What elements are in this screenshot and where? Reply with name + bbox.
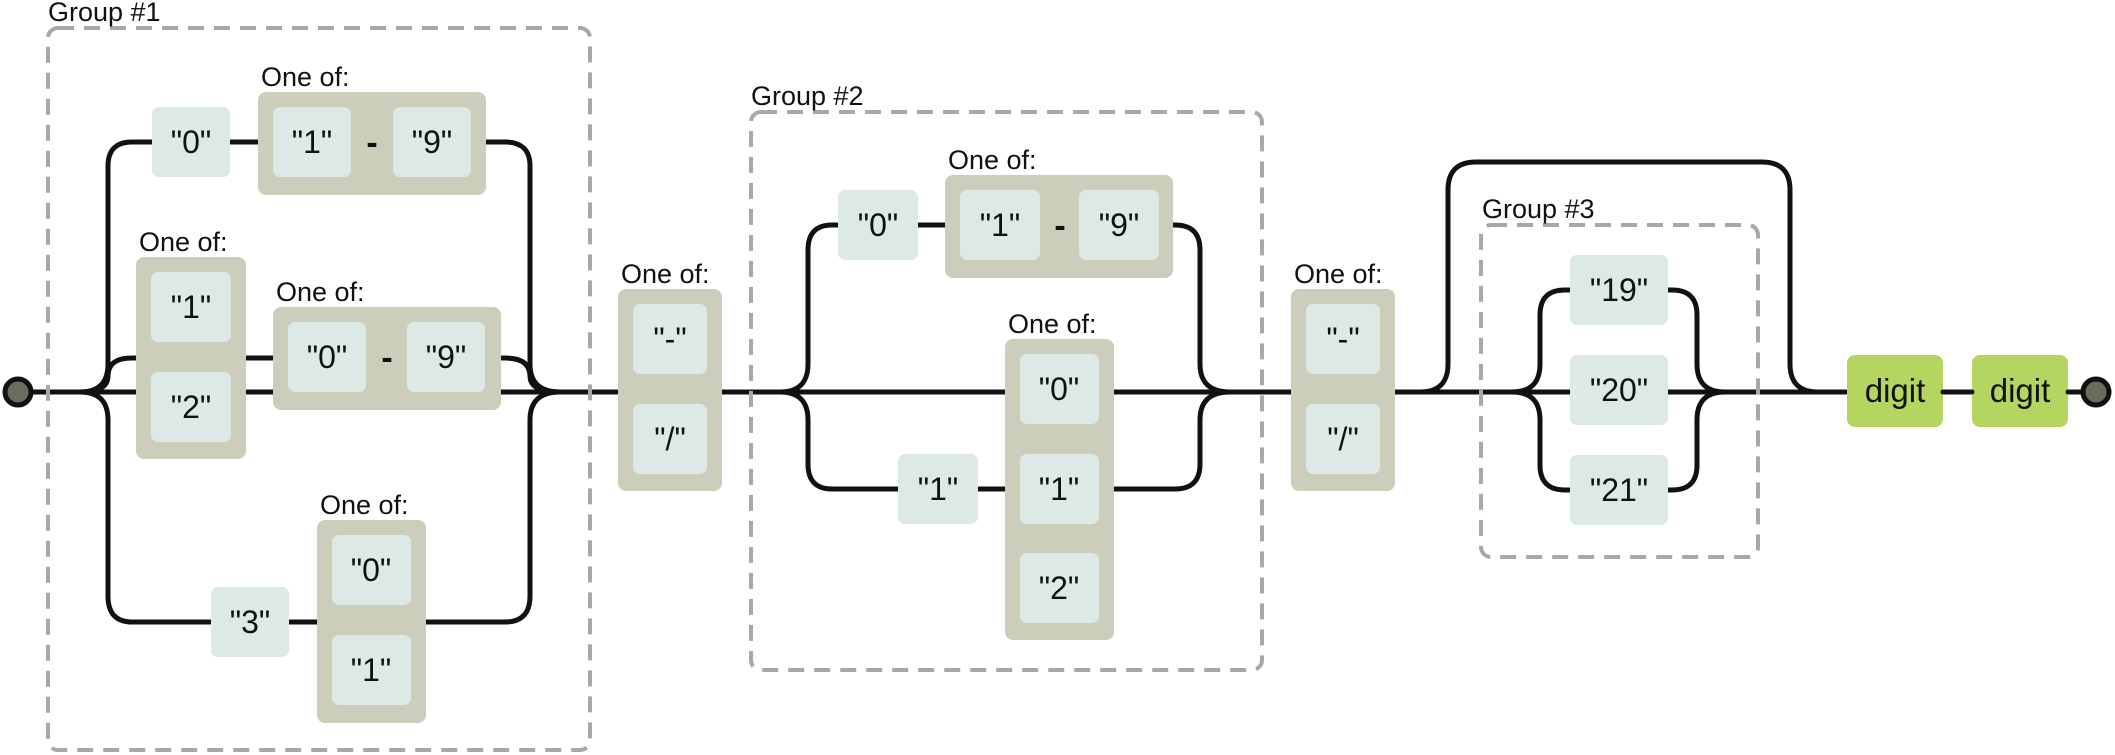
g1-top-from: "1"	[292, 124, 333, 160]
g2-bot-one-box	[898, 454, 978, 524]
g1-bot-three-box	[211, 587, 289, 657]
g1-mid-from-box	[288, 322, 366, 392]
g2-top-zero: "0"	[858, 207, 899, 243]
g3-19-box	[1570, 255, 1668, 325]
g1-top-zero: "0"	[171, 124, 212, 160]
g1-mid-range-dash: -	[381, 339, 392, 377]
g2-bot-branch	[777, 389, 1233, 492]
g2-bot-zero: "0"	[1039, 371, 1080, 407]
sep1-dash-box	[633, 304, 707, 374]
g1-bot-zero: "0"	[351, 552, 392, 588]
g2-top-to: "9"	[1099, 207, 1140, 243]
g2-top-zero-box	[838, 190, 918, 260]
g2-top-range-dash: -	[1054, 207, 1065, 245]
g3-20: "20"	[1590, 372, 1648, 408]
g3-21: "21"	[1590, 472, 1648, 508]
digit-1: digit	[1865, 372, 1926, 409]
digit-2-box	[1972, 355, 2068, 427]
g1-bot-one-box	[332, 635, 411, 705]
sep1-slash-box	[633, 404, 707, 474]
g1-bot-zero-box	[332, 535, 411, 605]
g1-mid-two-box	[151, 372, 231, 442]
g1-top-oneof-label: One of:	[261, 62, 350, 92]
sep2-dash: "-"	[1326, 321, 1359, 357]
digits: digit digit	[1847, 355, 2093, 427]
g2-top-to-box	[1079, 190, 1159, 260]
g3-skip-loop	[1417, 159, 1821, 395]
sep2-slash-box	[1306, 404, 1380, 474]
digit-1-box	[1847, 355, 1943, 427]
group-3: Group #3 "19" "20" "21"	[1479, 194, 1760, 559]
g1-bot-three: "3"	[230, 604, 271, 640]
g1-mid-oneof-label-b: One of:	[276, 277, 365, 307]
separator-2: One of: "-" "/"	[1291, 259, 1395, 491]
g1-top-zero-box	[152, 107, 230, 177]
group-3-box	[1479, 223, 1760, 559]
g3-21-box	[1570, 455, 1668, 525]
g3-20-box	[1570, 355, 1668, 425]
g2-bot-zero-box	[1020, 354, 1099, 424]
sep1-dash: "-"	[653, 321, 686, 357]
sep2-slash: "/"	[1327, 421, 1359, 457]
g2-bot-oneof-label: One of:	[1008, 309, 1097, 339]
g1-mid-two: "2"	[171, 389, 212, 425]
g1-top-to: "9"	[412, 124, 453, 160]
g2-bot-one-b-box	[1020, 454, 1099, 524]
group-3-label: Group #3	[1482, 194, 1595, 224]
g1-top-range-dash: -	[366, 124, 377, 162]
g3-19: "19"	[1590, 272, 1648, 308]
g2-bot-one-b: "1"	[1039, 471, 1080, 507]
g2-top-oneof-label: One of:	[948, 145, 1037, 175]
sep2-dash-box	[1306, 304, 1380, 374]
g1-mid-from: "0"	[307, 339, 348, 375]
separator-1: One of: "-" "/"	[618, 259, 722, 491]
group-1-label: Group #1	[48, 0, 161, 27]
g1-mid-oneof-label-a: One of:	[139, 227, 228, 257]
g1-top-from-box	[273, 107, 351, 177]
g1-bot-one: "1"	[351, 652, 392, 688]
sep1-oneof-label: One of:	[621, 259, 710, 289]
end-terminal	[2080, 376, 2112, 408]
g1-top-to-box	[393, 107, 471, 177]
sep1-slash: "/"	[654, 421, 686, 457]
digit-2: digit	[1990, 372, 2051, 409]
group-1-box	[46, 26, 592, 752]
g1-bot-oneof-label: One of:	[320, 490, 409, 520]
g2-bot-two: "2"	[1039, 570, 1080, 606]
start-terminal	[2, 376, 34, 408]
g2-top-from: "1"	[980, 207, 1021, 243]
group-2-label: Group #2	[751, 81, 864, 111]
group-2-box	[749, 110, 1264, 672]
group-1: Group #1 "0" One of: "1" - "9" One of: "…	[46, 0, 592, 752]
g1-mid-to-box	[407, 322, 485, 392]
g2-bot-one: "1"	[918, 471, 959, 507]
g1-mid-one-box	[151, 272, 231, 342]
group-2: Group #2 "0" One of: "1" - "9" "1" One o…	[749, 81, 1264, 672]
g1-mid-to: "9"	[426, 339, 467, 375]
g2-top-from-box	[960, 190, 1040, 260]
sep2-oneof-label: One of:	[1294, 259, 1383, 289]
g2-bot-two-box	[1020, 553, 1099, 623]
g1-mid-one: "1"	[171, 289, 212, 325]
